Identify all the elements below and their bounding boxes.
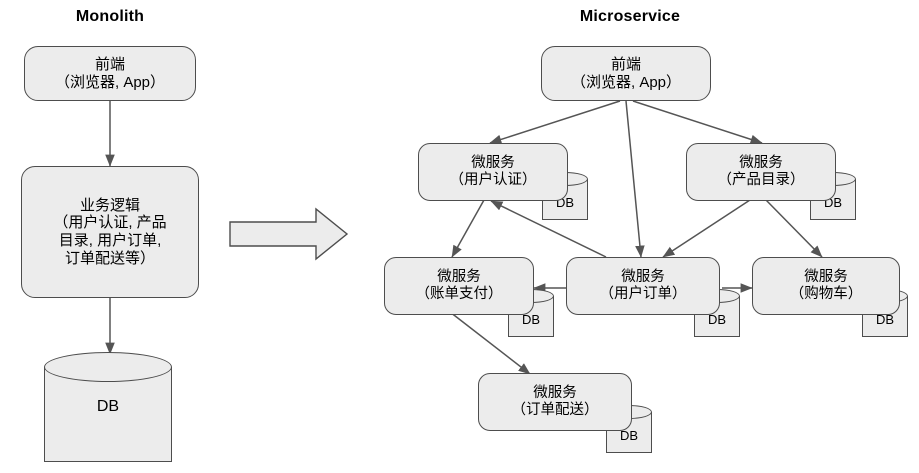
- edge-frontend-to-catalog: [632, 100, 763, 145]
- ms-frontend-node[interactable]: 前端 （浏览器, App）: [541, 46, 711, 101]
- ms-orders-db-label: DB: [707, 312, 727, 327]
- mono-business-line4: 订单配送等）: [64, 249, 155, 267]
- ms-catalog-line2: （产品目录）: [717, 172, 805, 188]
- ms-cart-db-label: DB: [875, 312, 895, 327]
- ms-auth-node[interactable]: 微服务 （用户认证）: [418, 143, 568, 201]
- microservice-title: Microservice: [579, 8, 681, 25]
- mono-business-node[interactable]: 业务逻辑 （用户认证, 产品 目录, 用户订单, 订单配送等）: [21, 166, 199, 298]
- mono-db-cylinder[interactable]: DB: [44, 352, 172, 462]
- edge-frontend-to-orders: [625, 100, 645, 258]
- mono-frontend-node[interactable]: 前端 （浏览器, App）: [24, 46, 196, 101]
- ms-delivery-line1: 微服务: [533, 384, 577, 401]
- mono-business-line1: 业务逻辑: [79, 196, 140, 214]
- mono-business-line2: （用户认证, 产品: [53, 214, 167, 232]
- edge-auth-to-billing: [451, 199, 485, 258]
- ms-orders-line2: （用户订单）: [599, 286, 687, 302]
- cylinder-top: [44, 352, 172, 382]
- mono-business-line3: 目录, 用户订单,: [58, 232, 162, 249]
- mono-db-label: DB: [96, 398, 120, 415]
- ms-frontend-line1: 前端: [610, 55, 641, 73]
- ms-delivery-line2: （订单配送）: [511, 402, 599, 418]
- edge-catalog-to-orders: [662, 199, 751, 258]
- ms-cart-node[interactable]: 微服务 （购物车）: [752, 257, 900, 315]
- ms-catalog-node[interactable]: 微服务 （产品目录）: [686, 143, 836, 201]
- ms-orders-node[interactable]: 微服务 （用户订单）: [566, 257, 720, 315]
- ms-auth-line1: 微服务: [471, 154, 515, 171]
- ms-delivery-node[interactable]: 微服务 （订单配送）: [478, 373, 632, 431]
- ms-billing-line1: 微服务: [437, 268, 481, 285]
- ms-frontend-line2: （浏览器, App）: [570, 73, 682, 91]
- cylinder-body: [44, 367, 172, 462]
- transition-arrow: [229, 207, 349, 261]
- ms-catalog-line1: 微服务: [739, 154, 783, 171]
- monolith-title: Monolith: [75, 8, 145, 25]
- ms-billing-line2: （账单支付）: [415, 286, 503, 302]
- ms-cart-line2: （购物车）: [789, 286, 863, 302]
- mono-frontend-line1: 前端: [94, 55, 125, 73]
- ms-auth-line2: （用户认证）: [449, 172, 537, 188]
- edge-frontend-to-auth: [489, 100, 621, 145]
- ms-orders-line1: 微服务: [621, 268, 665, 285]
- ms-delivery-db-label: DB: [619, 428, 639, 443]
- mono-frontend-line2: （浏览器, App）: [54, 73, 166, 91]
- ms-billing-node[interactable]: 微服务 （账单支付）: [384, 257, 534, 315]
- ms-cart-line1: 微服务: [804, 268, 848, 285]
